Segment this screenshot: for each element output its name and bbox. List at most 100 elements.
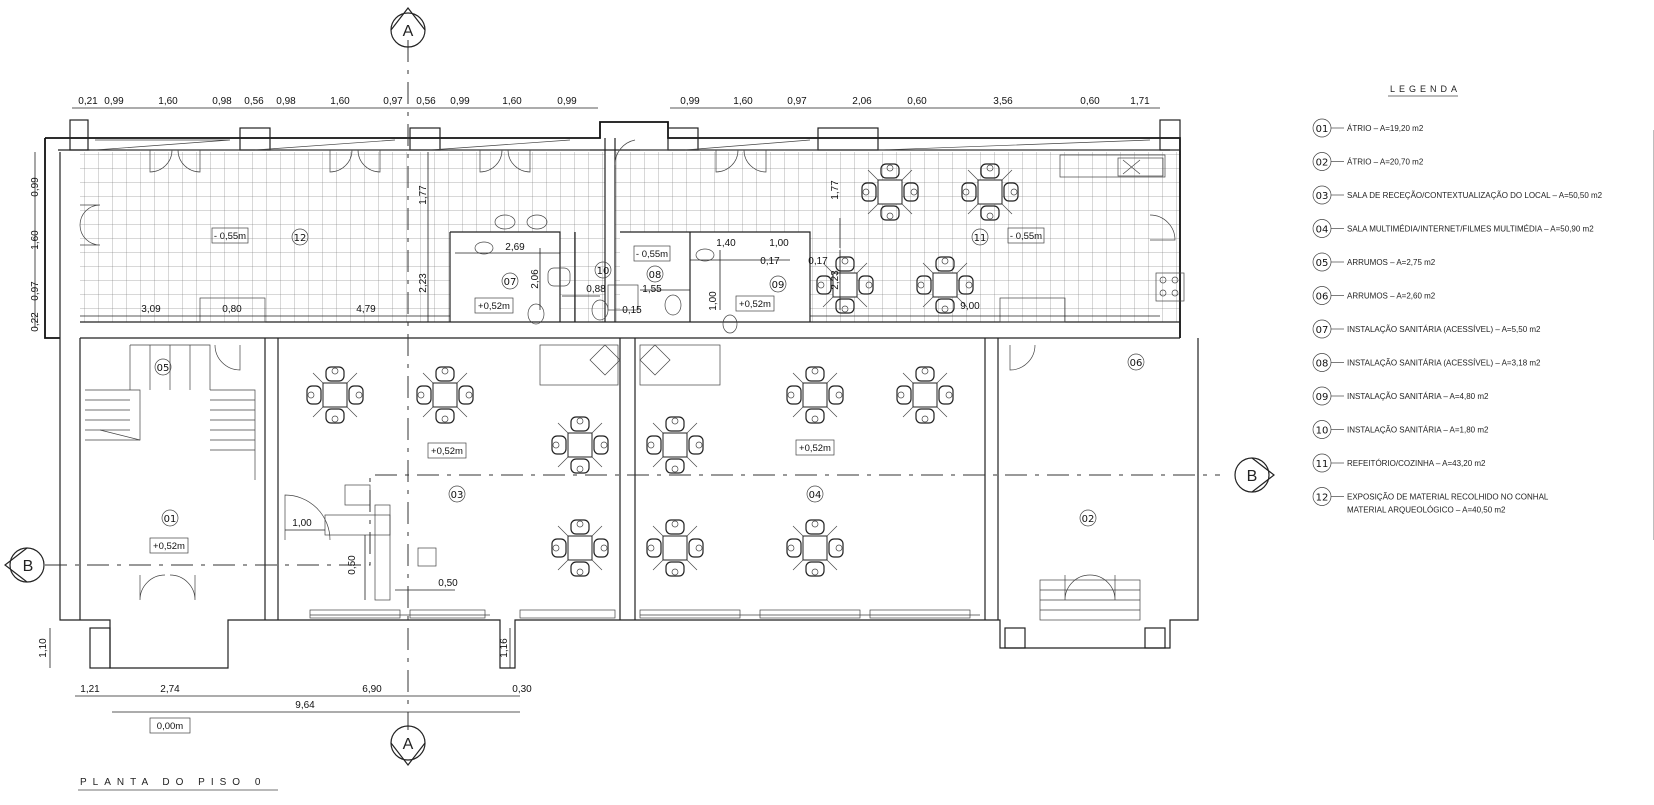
svg-text:1,60: 1,60 [330,96,350,107]
svg-text:- 0,55m: - 0,55m [214,231,246,242]
legend-item: 12 EXPOSIÇÃO DE MATERIAL RECOLHIDO NO CON… [1312,487,1549,515]
legend-text: EXPOSIÇÃO DE MATERIAL RECOLHIDO NO CONHA… [1347,493,1549,502]
drawing-title: PLANTA DO PISO 0 [78,777,278,791]
svg-text:0,97: 0,97 [787,96,807,107]
legend-text: INSTALAÇÃO SANITÁRIA (ACESSÍVEL) – A=5,5… [1347,325,1541,334]
svg-text:12: 12 [294,233,307,244]
svg-text:0,21: 0,21 [78,96,98,107]
svg-text:9,64: 9,64 [295,700,315,711]
svg-text:11: 11 [974,233,987,244]
legend-item: 10 INSTALAÇÃO SANITÁRIA – A=1,80 m2 [1312,420,1489,439]
svg-text:02: 02 [1082,514,1095,525]
svg-text:0,99: 0,99 [450,96,470,107]
svg-text:LEGENDA: LEGENDA [1390,84,1461,94]
legend-item: 11 REFEITÓRIO/COZINHA – A=43,20 m2 [1312,453,1486,473]
svg-text:1,60: 1,60 [158,96,178,107]
svg-text:+0,52m: +0,52m [153,541,185,552]
svg-text:+0,52m: +0,52m [431,446,463,457]
svg-text:0,17: 0,17 [808,256,828,267]
svg-text:PLANTA DO PISO 0: PLANTA DO PISO 0 [80,777,266,788]
svg-text:1,71: 1,71 [1130,96,1150,107]
svg-text:0,50: 0,50 [347,555,358,575]
svg-text:0,98: 0,98 [276,96,296,107]
svg-text:2,23: 2,23 [830,270,841,290]
section-marker-a-bottom: A [390,725,426,766]
legend-text: ÁTRIO – A=20,70 m2 [1347,158,1424,167]
svg-text:1,00: 1,00 [708,291,719,311]
svg-text:- 0,55m: - 0,55m [1010,231,1042,242]
svg-text:3,56: 3,56 [993,96,1013,107]
legend-text: SALA DE RECEÇÃO/CONTEXTUALIZAÇÃO DO LOCA… [1347,191,1603,200]
svg-text:0,97: 0,97 [383,96,403,107]
svg-text:6,90: 6,90 [362,684,382,695]
dimension-labels-bottom: 1,21 2,74 6,90 0,30 9,64 [80,684,532,711]
svg-text:2,06: 2,06 [530,269,541,289]
legend-number: 04 [1316,225,1329,236]
svg-text:2,06: 2,06 [852,96,872,107]
legend-text: REFEITÓRIO/COZINHA – A=43,20 m2 [1347,459,1486,468]
svg-text:0,99: 0,99 [30,177,41,197]
svg-text:+0,52m: +0,52m [739,299,771,310]
svg-text:10: 10 [597,266,610,277]
legend-text: ARRUMOS – A=2,60 m2 [1347,292,1436,301]
svg-text:2,23: 2,23 [418,273,429,293]
walls [44,119,1199,669]
stairs [85,344,256,480]
svg-text:0,15: 0,15 [622,305,642,316]
svg-text:1,60: 1,60 [502,96,522,107]
dimension-labels-left: 0,99 1,60 0,97 0,22 [30,177,41,332]
legend-number: 06 [1316,292,1329,303]
svg-text:+0,52m: +0,52m [478,301,510,312]
svg-text:0,99: 0,99 [104,96,124,107]
svg-text:0,88: 0,88 [586,284,606,295]
svg-text:2,74: 2,74 [160,684,180,695]
svg-text:1,00: 1,00 [292,518,312,529]
legend-number: 08 [1316,359,1329,370]
svg-text:07: 07 [504,277,517,288]
svg-text:1,55: 1,55 [642,284,662,295]
svg-text:0,60: 0,60 [907,96,927,107]
svg-text:0,98: 0,98 [212,96,232,107]
room-numbers: 01 02 03 04 05 06 07 08 09 10 11 12 [154,228,1145,527]
dimension-lines [34,107,1160,713]
legend-number: 12 [1316,493,1329,504]
svg-text:1,16: 1,16 [499,638,510,658]
svg-text:1,77: 1,77 [418,185,429,205]
svg-text:0,97: 0,97 [30,281,41,301]
legend-text: INSTALAÇÃO SANITÁRIA – A=4,80 m2 [1347,392,1489,401]
svg-text:- 0,55m: - 0,55m [636,249,668,260]
legend-number: 11 [1316,459,1329,470]
svg-text:B: B [23,558,34,575]
doors [79,139,1176,601]
legend-text-line2: MATERIAL ARQUEOLÓGICO – A=40,50 m2 [1347,506,1506,515]
svg-text:01: 01 [164,514,177,525]
svg-text:1,60: 1,60 [30,230,41,250]
svg-text:9,00: 9,00 [960,301,980,312]
svg-text:4,79: 4,79 [356,304,376,315]
svg-text:A: A [403,23,414,40]
legend-number: 10 [1316,426,1329,437]
svg-text:2,69: 2,69 [505,242,525,253]
legend-number: 07 [1316,325,1329,336]
level-tags: - 0,55m - 0,55m - 0,55m +0,52m +0,52m +0… [149,227,1045,734]
svg-text:04: 04 [809,490,822,501]
svg-text:1,00: 1,00 [769,238,789,249]
legend-number: 09 [1316,392,1329,403]
svg-text:1,60: 1,60 [733,96,753,107]
legend-item: 06 ARRUMOS – A=2,60 m2 [1312,286,1436,305]
legend-text: SALA MULTIMÉDIA/INTERNET/FILMES MULTIMÉD… [1347,225,1594,234]
svg-text:05: 05 [157,363,170,374]
svg-text:3,09: 3,09 [141,304,161,315]
legend-text: INSTALAÇÃO SANITÁRIA – A=1,80 m2 [1347,426,1489,435]
svg-text:1,40: 1,40 [716,238,736,249]
svg-text:1,10: 1,10 [38,638,49,658]
svg-text:B: B [1247,468,1258,485]
svg-text:A: A [403,736,414,753]
svg-text:0,50: 0,50 [438,578,458,589]
svg-text:08: 08 [649,270,662,281]
svg-text:0,30: 0,30 [512,684,532,695]
section-marker-b-left: B [4,547,45,583]
legend-number: 01 [1316,124,1329,135]
